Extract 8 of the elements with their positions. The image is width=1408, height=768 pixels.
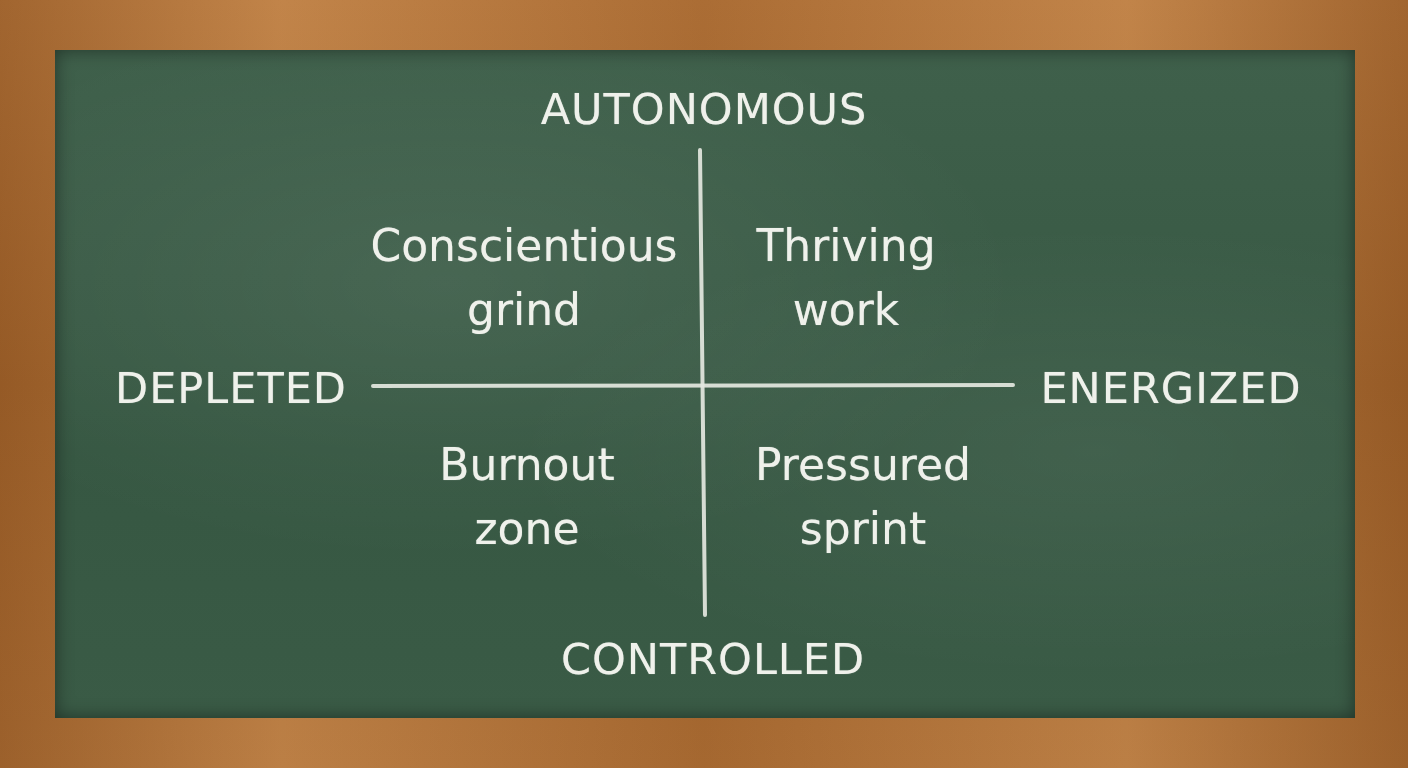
quadrant-label: Burnout zone [439,438,615,556]
quadrant-label: Thriving work [756,219,936,337]
axis-label: AUTONOMOUS [540,85,868,135]
axis-label: CONTROLLED [560,635,866,685]
axis-label: ENERGIZED [1040,364,1302,414]
quadrant-label: Pressured sprint [755,438,971,556]
quadrant-label: Conscientious grind [370,219,678,337]
axis-label: DEPLETED [115,364,347,414]
